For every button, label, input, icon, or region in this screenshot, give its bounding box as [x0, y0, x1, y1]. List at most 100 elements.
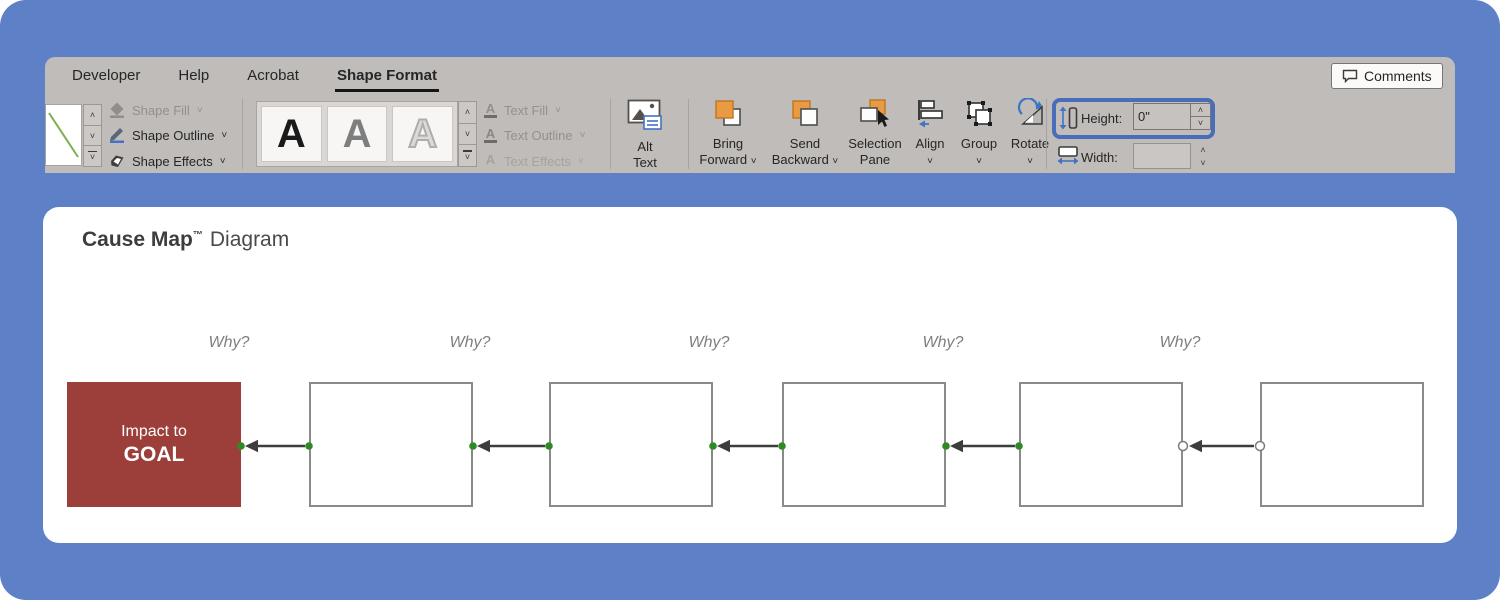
cause-box-3[interactable]	[782, 382, 946, 507]
shape-fill-button[interactable]: Shape Fill ˅	[108, 98, 203, 122]
group-divider	[610, 99, 611, 169]
connector-arrow-4[interactable]	[938, 434, 1027, 458]
text-outline-button[interactable]: A Text Outline ˅	[483, 123, 586, 147]
connector-arrow-5[interactable]	[1175, 434, 1268, 458]
shape-style-gallery-scrollbar: ˄ ˅ ˅	[83, 104, 102, 167]
cause-box-1[interactable]	[309, 382, 473, 507]
gallery-scroll-down-button[interactable]: ˅	[84, 126, 101, 147]
chevron-down-icon: ˅	[976, 156, 982, 167]
cause-box-2[interactable]	[549, 382, 713, 507]
selection-pane-label2: Pane	[859, 152, 891, 167]
shape-effects-button[interactable]: Shape Effects ˅	[108, 149, 226, 173]
wordart-style-1[interactable]: A	[261, 106, 322, 162]
why-label-5[interactable]: Why?	[1159, 334, 1201, 351]
more-caret-icon: ˅	[89, 152, 96, 163]
chevron-down-icon: ˅	[577, 155, 584, 167]
wordart-style-2[interactable]: A	[326, 106, 388, 162]
spinner-down-icon: ˅	[1197, 118, 1204, 128]
chevron-down-icon: ˅	[750, 156, 757, 167]
chevron-down-icon: ˅	[1027, 156, 1033, 167]
rotate-button[interactable]: Rotate ˅	[1004, 98, 1056, 170]
cause-box-4[interactable]	[1019, 382, 1183, 507]
chevron-down-icon: ˅	[221, 129, 228, 141]
chevron-down-icon: ˅	[579, 129, 586, 141]
gallery-more-button[interactable]: ˅	[84, 146, 101, 166]
why-label-4[interactable]: Why?	[922, 334, 964, 351]
alt-text-label-line1: Alt	[637, 139, 653, 154]
alt-text-picture-icon	[627, 99, 662, 130]
more-bar-icon	[463, 150, 472, 152]
width-spinner[interactable]: ˄ ˅	[1193, 143, 1213, 169]
text-outline-icon: A	[484, 125, 497, 143]
connector-arrow-1[interactable]	[233, 434, 317, 458]
spinner-down-icon: ˅	[1200, 157, 1206, 168]
tab-acrobat[interactable]: Acrobat	[247, 67, 299, 84]
chevron-down-icon: ˅	[927, 156, 933, 167]
why-label-3[interactable]: Why?	[688, 334, 730, 351]
shape-width-icon	[1057, 146, 1079, 165]
impact-goal-box[interactable]: Impact to GOAL	[67, 382, 241, 507]
chevron-down-icon: ˅	[219, 155, 226, 167]
selection-pane-label1: Selection	[848, 136, 902, 151]
shape-fill-label: Shape Fill	[132, 102, 190, 118]
text-fill-button[interactable]: A Text Fill ˅	[483, 98, 561, 122]
chevron-down-icon: ˅	[555, 104, 561, 116]
connection-point-green	[778, 442, 786, 450]
connection-point-hollow	[1254, 440, 1266, 452]
text-effects-button[interactable]: A Text Effects ˅	[483, 149, 584, 173]
why-label-2[interactable]: Why?	[449, 334, 491, 351]
connector-arrow-3[interactable]	[705, 434, 790, 458]
height-spinner[interactable]: ˄ ˅	[1191, 103, 1211, 130]
bring-forward-label1: Bring	[712, 136, 744, 151]
shape-outline-button[interactable]: Shape Outline ˅	[108, 123, 227, 147]
cause-box-5[interactable]	[1260, 382, 1424, 507]
comments-button[interactable]: Comments	[1331, 63, 1443, 89]
text-fill-icon: A	[484, 100, 497, 118]
wordart-style-3[interactable]: A	[392, 106, 454, 162]
gallery-scroll-up-button[interactable]: ˄	[84, 105, 101, 126]
chevron-down-icon: ˅	[196, 104, 203, 116]
shape-style-preview[interactable]	[45, 104, 82, 166]
wordart-scroll-down-button[interactable]: ˅	[459, 124, 476, 146]
shape-effects-icon	[111, 155, 124, 167]
shape-effects-label: Shape Effects	[132, 153, 213, 169]
bring-forward-label2: Forward	[699, 152, 748, 167]
why-label-1[interactable]: Why?	[208, 334, 250, 351]
wordart-more-button[interactable]: ˅	[459, 145, 476, 166]
group-divider	[242, 99, 243, 169]
connection-point-green	[305, 442, 313, 450]
rotate-icon	[1017, 98, 1043, 125]
tab-developer[interactable]: Developer	[72, 67, 141, 84]
connection-point-green	[1015, 442, 1023, 450]
chevron-down-icon: ˅	[832, 156, 839, 167]
scroll-down-icon: ˅	[89, 130, 96, 141]
spinner-up-icon: ˄	[1191, 104, 1210, 117]
align-button[interactable]: Align˅	[906, 98, 954, 170]
height-label: Height:	[1081, 111, 1123, 126]
group-button[interactable]: Group˅	[955, 98, 1003, 170]
more-bar-icon	[88, 150, 97, 153]
title-suffix: Diagram	[209, 228, 290, 251]
wordart-scroll-up-button[interactable]: ˄	[459, 102, 476, 124]
tab-shape-format[interactable]: Shape Format	[334, 64, 439, 92]
shape-outline-label: Shape Outline	[132, 127, 215, 143]
width-label: Width:	[1081, 150, 1118, 165]
comment-bubble-icon	[1342, 69, 1358, 83]
width-input[interactable]	[1133, 143, 1191, 169]
connection-point-green	[469, 442, 477, 450]
rotate-label: Rotate	[1010, 136, 1050, 151]
ribbon-tab-bar: Developer Help Acrobat Shape Format	[70, 64, 439, 94]
height-input[interactable]	[1133, 103, 1191, 130]
tab-help[interactable]: Help	[178, 67, 210, 84]
send-backward-icon	[792, 100, 818, 126]
text-effects-icon: A	[485, 151, 496, 167]
spinner-up-icon: ˄	[1200, 144, 1206, 155]
connector-arrow-2[interactable]	[465, 434, 557, 458]
